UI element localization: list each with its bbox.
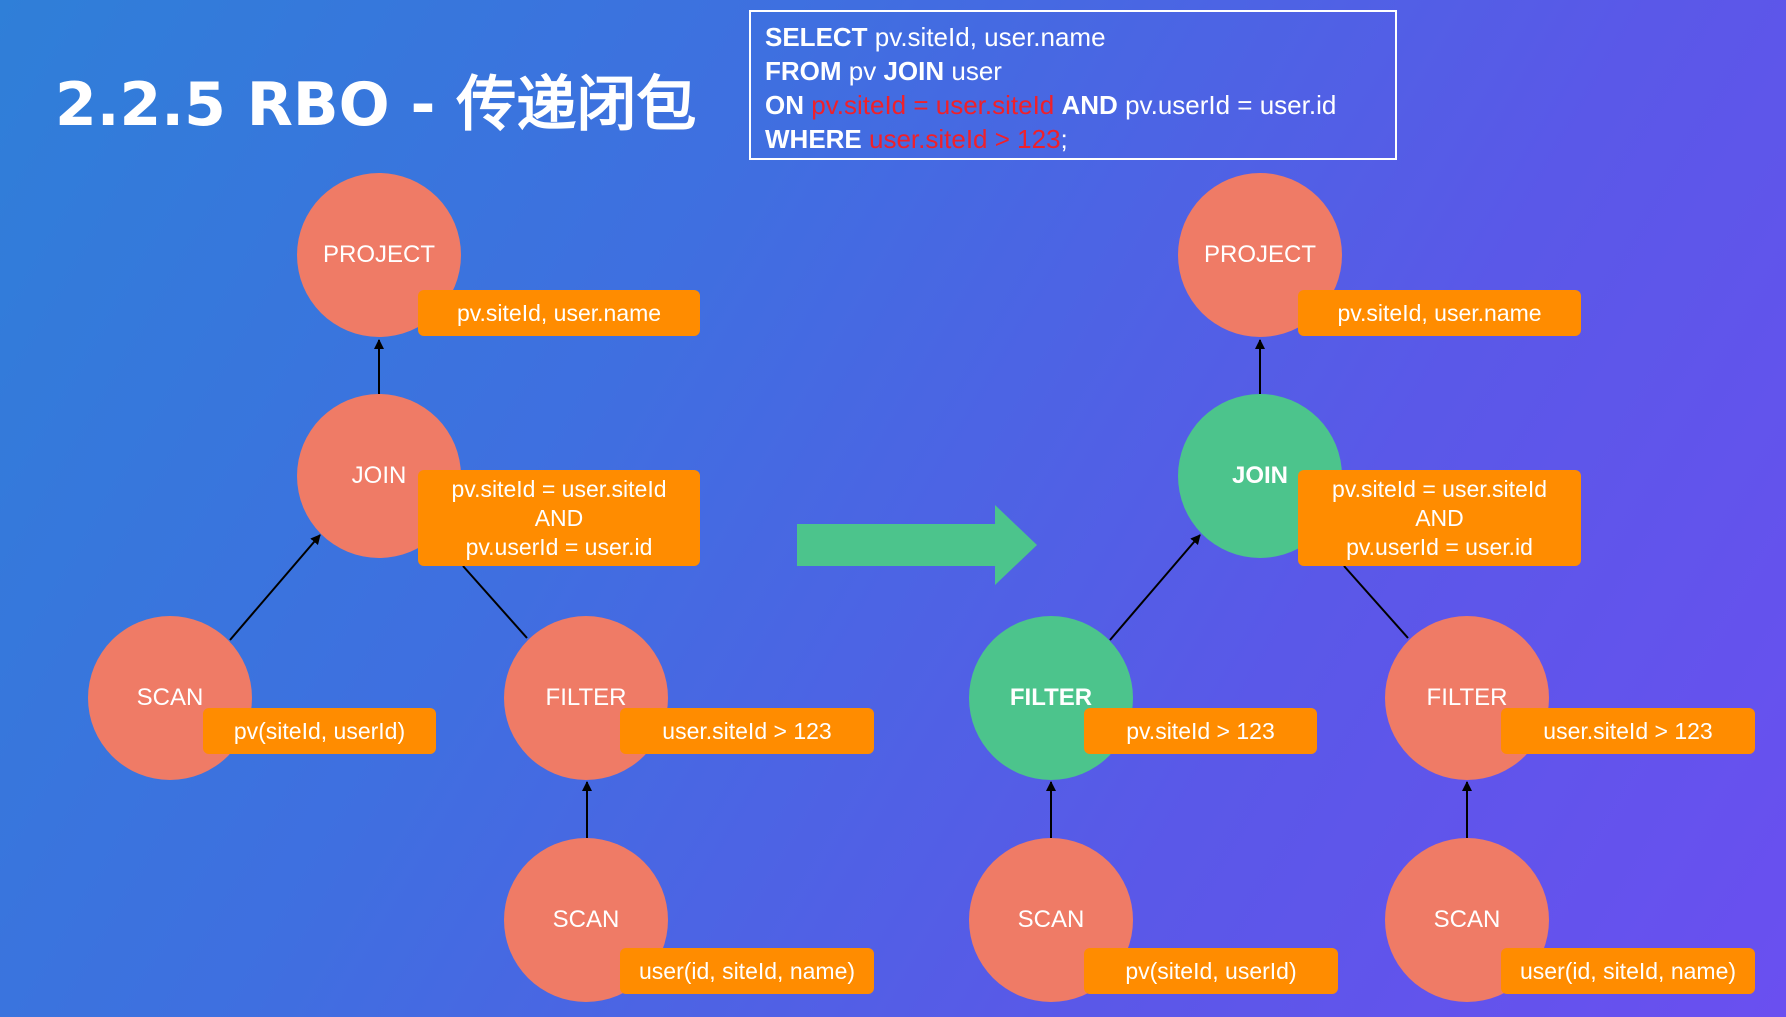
edge-right-filter2-to-join [1343,565,1409,639]
left-scan-pv-tag: pv(siteId, userId) [203,708,436,754]
sql-line-from: FROM pv JOIN user [765,54,1381,88]
join-condition-2: pv.userId = user.id [465,533,653,560]
transform-arrow-icon [797,505,1037,585]
sql-keyword: FROM [765,56,842,86]
join-condition-and: AND [534,504,584,531]
edge-right-filter-to-join [1109,534,1201,641]
sql-text: pv [841,56,884,86]
join-condition-1: pv.siteId = user.siteId [451,475,667,502]
right-filter-user-node: FILTER [1385,616,1549,780]
slide-title: 2.2.5 RBO - 传递闭包 [55,70,697,140]
sql-keyword: JOIN [883,56,945,86]
right-join-tag: pv.siteId = user.siteId AND pv.userId = … [1298,470,1581,566]
sql-text: pv.userId = user.id [1117,90,1337,120]
right-filter-user-tag: user.siteId > 123 [1501,708,1755,754]
sql-text: ; [1060,124,1068,154]
sql-highlight: user.siteId > 123 [861,124,1061,154]
sql-query-box: SELECT pv.siteId, user.name FROM pv JOIN… [749,10,1397,160]
join-condition-2: pv.userId = user.id [1346,533,1533,560]
right-scan-user-tag: user(id, siteId, name) [1501,948,1755,994]
sql-keyword: SELECT [765,22,868,52]
join-condition-and: AND [1415,504,1464,531]
edge-left-filter-to-join [462,565,528,639]
sql-line-where: WHERE user.siteId > 123; [765,122,1381,156]
edge-left-scan-to-join [229,534,321,641]
right-filter-pv-node: FILTER [969,616,1133,780]
sql-line-on: ON pv.siteId = user.siteId AND pv.userId… [765,88,1381,122]
sql-highlight: pv.siteId = user.siteId [804,90,1062,120]
right-project-tag: pv.siteId, user.name [1298,290,1581,336]
sql-keyword: ON [765,90,804,120]
sql-keyword: AND [1061,90,1118,120]
right-filter-pv-tag: pv.siteId > 123 [1084,708,1317,754]
left-filter-node: FILTER [504,616,668,780]
left-scan-pv-node: SCAN [88,616,252,780]
left-join-tag: pv.siteId = user.siteId AND pv.userId = … [418,470,700,566]
join-condition-1: pv.siteId = user.siteId [1332,475,1547,502]
sql-text: pv.siteId, user.name [867,22,1106,52]
left-project-tag: pv.siteId, user.name [418,290,700,336]
right-project-node: PROJECT [1178,173,1342,337]
left-filter-tag: user.siteId > 123 [620,708,874,754]
sql-text: user [944,56,1002,86]
right-scan-pv-tag: pv(siteId, userId) [1084,948,1338,994]
left-scan-user-tag: user(id, siteId, name) [620,948,874,994]
sql-keyword: WHERE [765,124,862,154]
sql-line-select: SELECT pv.siteId, user.name [765,20,1381,54]
